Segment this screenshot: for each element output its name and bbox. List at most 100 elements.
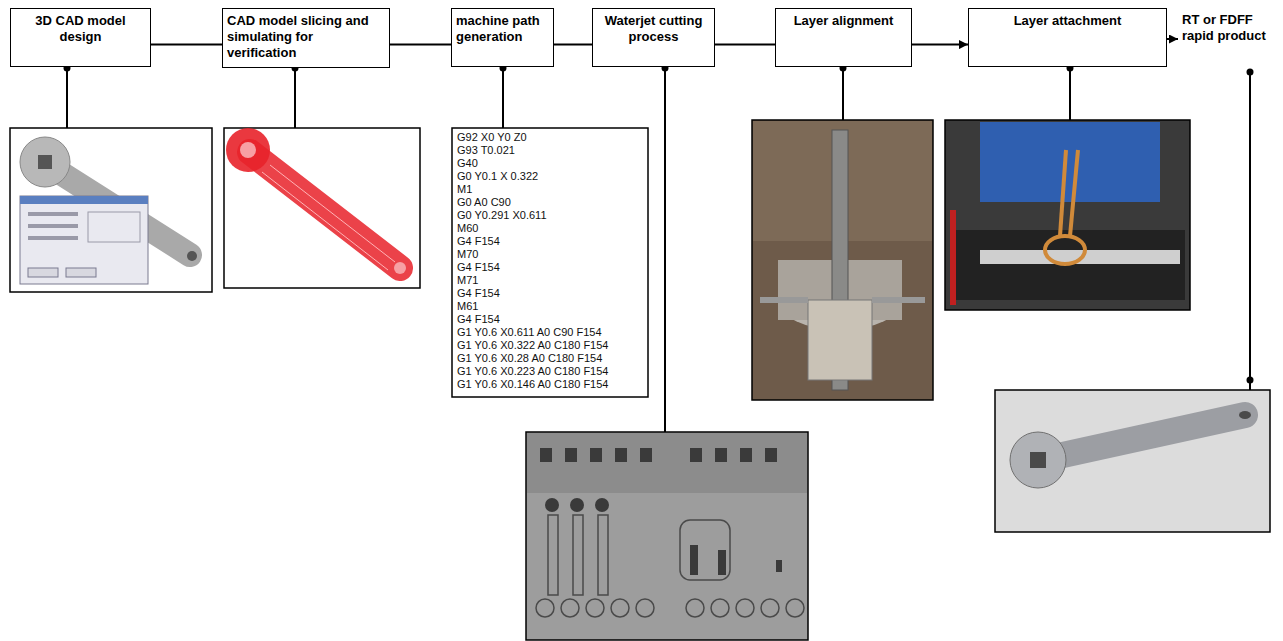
- attachment-photo: [945, 120, 1190, 310]
- cut-outline: [548, 515, 558, 595]
- coil-lead: [1070, 150, 1078, 236]
- gcode-line: G1 Y0.6 X0.28 A0 C180 F154: [457, 352, 602, 365]
- cut-outline: [573, 515, 583, 595]
- step-title: machine path generation: [456, 13, 549, 45]
- product-arm: [1040, 415, 1245, 460]
- result-label-node: RT or FDFF rapid product: [1178, 8, 1278, 58]
- dialog-button: [66, 268, 96, 277]
- process-box: Waterjet cutting process: [592, 8, 715, 67]
- flow-connector: [715, 44, 775, 46]
- gcode-line: G1 Y0.6 X0.223 A0 C180 F154: [457, 365, 608, 378]
- cut-ring: [736, 599, 754, 617]
- product-photo: [995, 390, 1270, 532]
- stand-leg: [950, 210, 956, 305]
- cut-hole: [545, 498, 559, 512]
- photo-frame: [945, 120, 1190, 310]
- gcode-line: G0 Y0.1 X 0.322: [457, 170, 538, 183]
- clamp-bolt: [760, 297, 808, 303]
- flow-connector: [912, 44, 968, 46]
- gcode-line: G0 Y0.291 X0.611: [457, 209, 547, 222]
- waterjet-photo: [526, 432, 808, 640]
- cut-ring: [761, 599, 779, 617]
- cut-hole: [765, 448, 777, 462]
- gcode-line: G93 T0.021: [457, 144, 515, 157]
- machine-housing: [980, 122, 1160, 202]
- cut-hole: [640, 448, 652, 462]
- gcode-line: M61: [457, 300, 478, 313]
- picture-frame: [10, 128, 212, 292]
- product-head: [1010, 432, 1066, 488]
- product-hole: [1239, 411, 1251, 419]
- photo-frame: [995, 390, 1270, 532]
- plate-shade: [527, 433, 807, 493]
- leader-dot: [500, 65, 507, 72]
- picture-frame: [224, 128, 420, 288]
- sliced-hole: [394, 262, 406, 274]
- gcode-line: M70: [457, 248, 478, 261]
- induction-coil: [1045, 236, 1085, 264]
- gcode-line: G40: [457, 157, 478, 170]
- dialog-titlebar: [20, 196, 148, 204]
- leader-line: [664, 68, 666, 432]
- cut-hole: [595, 498, 609, 512]
- leader-line: [842, 68, 844, 120]
- gcode-line: M71: [457, 274, 478, 287]
- cut-slot: [776, 560, 782, 572]
- flow-connector: [151, 44, 222, 46]
- cut-ring: [711, 599, 729, 617]
- cut-ring: [686, 599, 704, 617]
- slice-line: [262, 172, 388, 270]
- gcode-line: G1 Y0.6 X0.146 A0 C180 F154: [457, 378, 608, 391]
- leader-dot: [840, 65, 847, 72]
- step-title: CAD model slicing and simulating for ver…: [227, 13, 385, 61]
- dialog-field: [28, 212, 78, 216]
- dialog-group: [88, 212, 140, 242]
- leader-line: [1069, 68, 1071, 120]
- leader-line: [1249, 72, 1251, 390]
- gcode-line: G4 F154: [457, 235, 500, 248]
- cut-hole: [540, 448, 552, 462]
- sliced-wrench-arm: [250, 152, 400, 268]
- cut-outline: [598, 515, 608, 595]
- gcode-line: M60: [457, 222, 478, 235]
- cut-ring: [786, 599, 804, 617]
- flow-connector: [390, 44, 451, 46]
- process-box: Layer attachment: [968, 8, 1167, 67]
- cut-outlines: [536, 515, 804, 617]
- leader-dot: [1067, 65, 1074, 72]
- step-title: Waterjet cutting process: [597, 13, 710, 45]
- gcode-line: G4 F154: [457, 287, 500, 300]
- dialog-button: [28, 268, 58, 277]
- gcode-line: G1 Y0.6 X0.611 A0 C90 F154: [457, 326, 602, 339]
- dialog-window: [20, 196, 148, 284]
- step-title: RT or FDFF rapid product: [1182, 12, 1274, 44]
- product-socket: [1030, 452, 1046, 468]
- cut-ring: [636, 599, 654, 617]
- gcode-line: G92 X0 Y0 Z0: [457, 131, 527, 144]
- machine-bed: [955, 230, 1185, 300]
- step-title: 3D CAD model design: [15, 13, 146, 45]
- leader-dot: [1247, 377, 1254, 384]
- sliced-socket: [240, 142, 256, 158]
- process-box: Layer alignment: [775, 8, 912, 67]
- leader-dot: [64, 65, 71, 72]
- cut-holes: [540, 448, 782, 575]
- cut-slot: [718, 550, 726, 575]
- wrench-socket: [38, 155, 52, 169]
- gcode-frame: [452, 128, 648, 397]
- gcode-line: G1 Y0.6 X0.322 A0 C180 F154: [457, 339, 608, 352]
- dialog-field: [28, 224, 78, 228]
- layer-stack: [808, 300, 872, 380]
- cut-hole: [715, 448, 727, 462]
- cut-slot: [690, 545, 698, 575]
- wrench-head: [20, 137, 70, 187]
- cut-hole: [570, 498, 584, 512]
- flow-connector: [1167, 38, 1178, 40]
- leader-line: [294, 68, 296, 128]
- cad-model-picture: [10, 128, 212, 292]
- gcode-line: G0 A0 C90: [457, 196, 511, 209]
- sliced-model-picture: [224, 128, 420, 288]
